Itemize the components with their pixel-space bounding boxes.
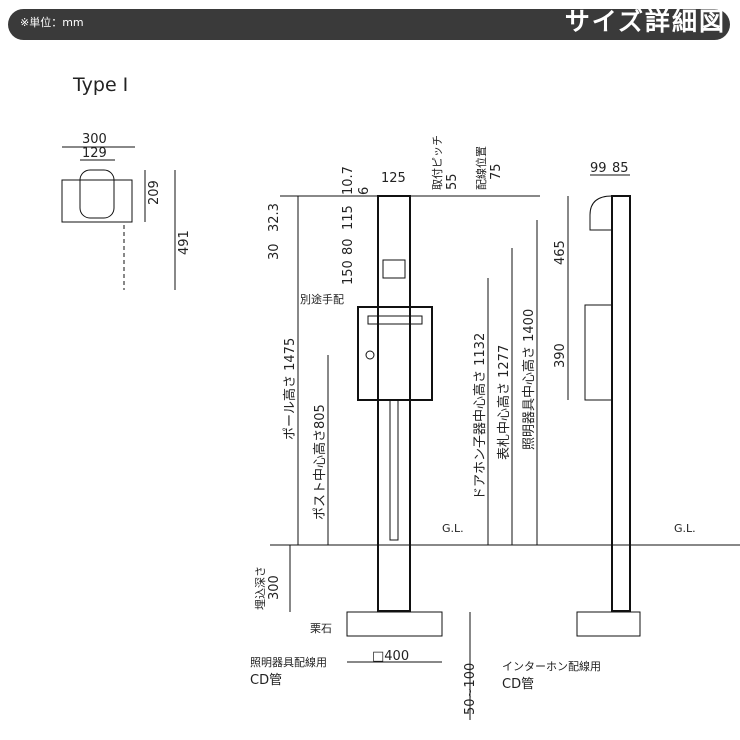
light-center-height: 照明器具中心高さ 1400: [521, 309, 537, 450]
cd-light-label: 照明器具配線用: [250, 655, 327, 669]
side-gl-label: G.L.: [674, 522, 696, 535]
dim-300: 300: [82, 132, 107, 147]
bury-label: 埋込深さ: [254, 566, 267, 610]
pitch-label: 取付ピッチ: [431, 135, 444, 190]
unit-note: ※単位：mm: [20, 16, 84, 29]
dim-85: 85: [612, 161, 629, 176]
separate-order-label: 別途手配: [300, 292, 344, 306]
intercom-center-height: ドアホン子器中心高さ 1132: [472, 333, 488, 500]
dim-390: 390: [553, 343, 568, 368]
dim-55: 55: [445, 173, 460, 190]
nameplate-center-height: 表札中心高さ 1277: [496, 345, 512, 460]
dim-80: 80: [341, 238, 356, 255]
dim-115: 115: [341, 205, 356, 230]
pole-height: ポール高さ 1475: [282, 338, 298, 440]
page-title: サイズ詳細図: [564, 7, 726, 36]
dim-6: 6: [357, 187, 372, 195]
top-view: 300 129 209 491: [61, 132, 192, 290]
post-center-height: ポスト中心高さ805: [312, 404, 328, 520]
cd-intercom-pipe: CD管: [502, 677, 534, 692]
dim-400: □400: [372, 649, 409, 664]
front-view: 10.7 6 125 取付ピッチ 55 配線位置 75 32.3 30 115 …: [250, 135, 740, 720]
side-view: 99 85 465 390 G.L.: [553, 161, 696, 637]
dim-50-100: 50~100: [463, 663, 478, 715]
cd-intercom-label: インターホン配線用: [502, 659, 601, 673]
type-label: Type I: [73, 74, 129, 96]
dim-209: 209: [147, 180, 162, 205]
dim-30: 30: [267, 243, 282, 260]
dim-32-3: 32.3: [267, 203, 282, 232]
dim-300-bury: 300: [267, 575, 282, 600]
header-bar: [8, 9, 730, 40]
cd-light-pipe: CD管: [250, 673, 282, 688]
dim-99: 99: [590, 161, 607, 176]
dim-465: 465: [553, 240, 568, 265]
dim-150: 150: [341, 260, 356, 285]
gravel-label: 栗石: [310, 622, 332, 635]
dim-10-7: 10.7: [341, 166, 356, 195]
gl-label: G.L.: [442, 522, 464, 535]
dim-125: 125: [381, 171, 406, 186]
wire-label: 配線位置: [474, 146, 488, 190]
dim-491: 491: [177, 230, 192, 255]
dim-129: 129: [82, 146, 107, 161]
dim-75: 75: [489, 163, 504, 180]
